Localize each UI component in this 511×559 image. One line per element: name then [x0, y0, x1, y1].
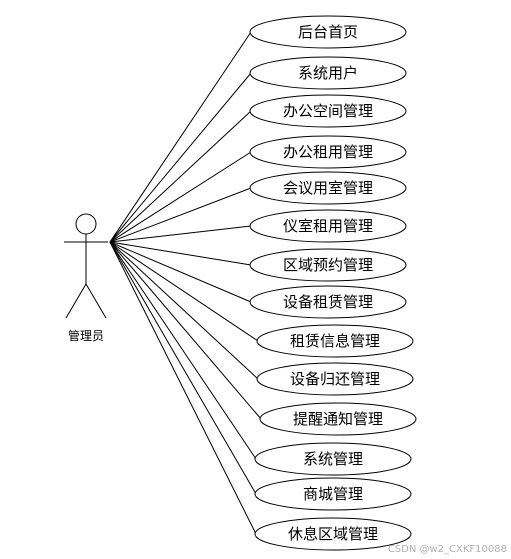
association-line	[109, 241, 252, 266]
use-case-ellipse	[254, 477, 412, 511]
use-case-label: 办公租用管理	[283, 143, 373, 161]
use-case: 租赁信息管理	[256, 324, 414, 358]
association-line	[109, 31, 252, 243]
association-line	[109, 241, 259, 380]
use-case: 办公空间管理	[249, 94, 407, 128]
actor-right-leg	[85, 283, 107, 319]
association-line	[109, 225, 252, 243]
use-case: 办公租用管理	[249, 135, 407, 169]
use-case-ellipse	[249, 209, 407, 243]
association-line	[109, 241, 252, 303]
use-case-ellipse	[249, 94, 407, 128]
association-line	[109, 151, 252, 243]
use-case: 商城管理	[254, 477, 412, 511]
use-case-ellipse	[249, 171, 407, 205]
use-case-label: 会议用室管理	[283, 179, 373, 197]
use-case-group: 后台首页系统用户办公空间管理办公租用管理会议用室管理仪室租用管理区域预约管理设备…	[249, 15, 417, 551]
association-line	[109, 110, 252, 243]
use-case-ellipse	[256, 362, 414, 396]
use-case-label: 设备归还管理	[290, 370, 380, 388]
use-case-ellipse	[249, 248, 407, 282]
use-case-label: 提醒通知管理	[293, 410, 383, 428]
use-case-label: 系统用户	[298, 64, 358, 82]
association-line	[109, 241, 262, 420]
use-case: 区域预约管理	[249, 248, 407, 282]
association-line	[109, 72, 252, 243]
use-case-ellipse	[254, 442, 412, 476]
use-case-ellipse	[259, 402, 417, 436]
use-case: 系统管理	[254, 442, 412, 476]
use-case: 仪室租用管理	[249, 209, 407, 243]
association-line	[109, 241, 257, 535]
use-case-ellipse	[249, 135, 407, 169]
association-line	[109, 241, 259, 342]
use-case-label: 区域预约管理	[283, 256, 373, 274]
use-case-ellipse	[249, 56, 407, 90]
use-case: 设备租赁管理	[249, 285, 407, 319]
use-case-label: 办公空间管理	[283, 102, 373, 120]
use-case: 系统用户	[249, 56, 407, 90]
association-line	[109, 187, 252, 243]
association-line	[109, 241, 257, 460]
use-case-label: 设备租赁管理	[283, 293, 373, 311]
use-case-ellipse	[256, 324, 414, 358]
use-case-label: 休息区域管理	[288, 525, 378, 543]
use-case-label: 仪室租用管理	[283, 217, 373, 235]
use-case-label: 租赁信息管理	[290, 332, 380, 350]
association-lines	[109, 31, 262, 535]
actor-figure: 管理员	[64, 213, 108, 343]
use-case-label: 后台首页	[298, 23, 358, 41]
actor-left-leg	[65, 283, 87, 319]
use-case-label: 商城管理	[303, 485, 363, 503]
use-case-label: 系统管理	[303, 450, 363, 468]
use-case: 提醒通知管理	[259, 402, 417, 436]
use-case: 休息区域管理	[254, 517, 412, 551]
use-case-ellipse	[249, 15, 407, 49]
actor-label: 管理员	[68, 328, 104, 343]
actor-head	[75, 213, 97, 235]
watermark: CSDN @w2_CXKF10088	[387, 544, 507, 555]
association-line	[109, 241, 257, 495]
use-case-ellipse	[249, 285, 407, 319]
use-case: 设备归还管理	[256, 362, 414, 396]
use-case: 会议用室管理	[249, 171, 407, 205]
use-case: 后台首页	[249, 15, 407, 49]
use-case-ellipse	[254, 517, 412, 551]
